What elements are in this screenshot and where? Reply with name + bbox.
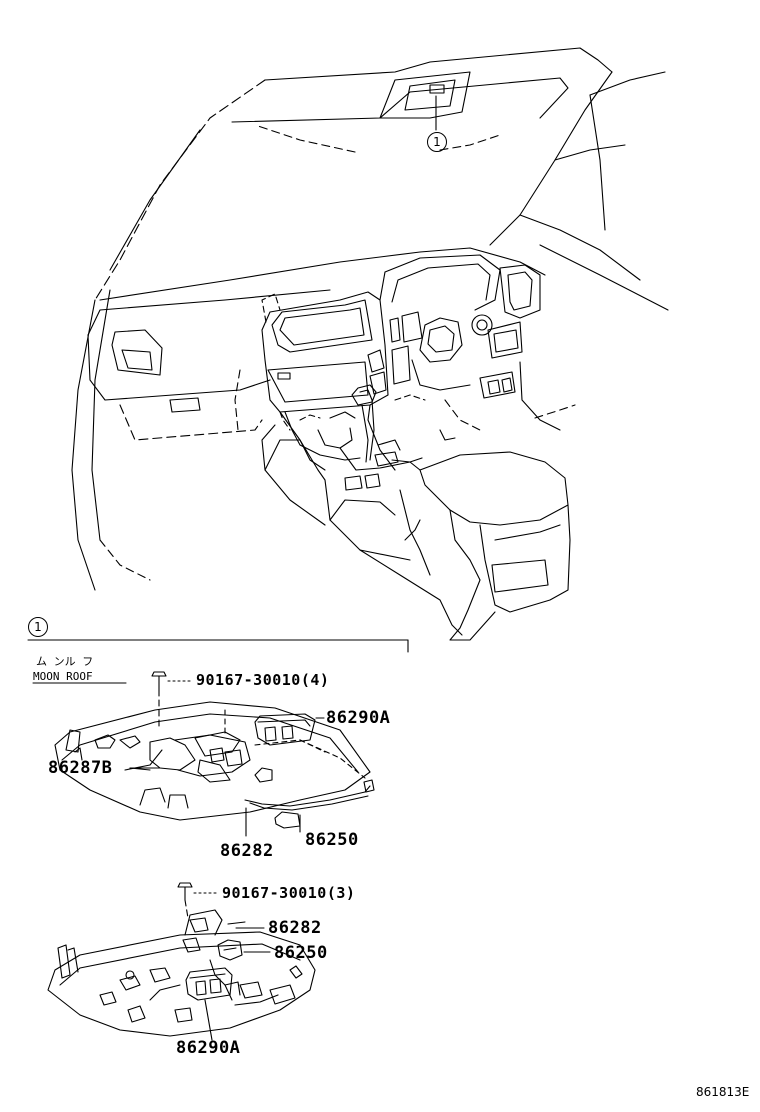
upper-screw-label: 90167-30010(4)	[196, 671, 330, 689]
section-title-jp: ム ンル フ	[36, 655, 94, 668]
upper-lamp-label: 86290A	[326, 708, 391, 728]
callout-section: 1	[28, 617, 48, 637]
lower-lamp-label: 86290A	[176, 1038, 241, 1058]
diagram-id: 861813E	[696, 1085, 750, 1099]
lower-screw-label: 90167-30010(3)	[222, 884, 356, 902]
section-box	[27, 639, 409, 684]
lower-cover-label: 86282	[268, 918, 322, 938]
center-console	[99, 384, 576, 641]
a-pillars	[71, 94, 669, 591]
upper-bracket-label: 86287B	[48, 758, 113, 778]
overhead-console	[379, 71, 471, 131]
upper-cover-label: 86282	[220, 841, 274, 861]
dashboard	[87, 247, 561, 441]
upper-wire-label: 86250	[305, 830, 359, 850]
lower-wire-label: 86250	[274, 943, 328, 963]
roof-outline	[94, 47, 666, 301]
lower-assembly	[47, 882, 316, 1041]
upper-assembly	[54, 671, 375, 837]
section-title-en: MOON ROOF	[33, 670, 93, 683]
callout-vehicle: 1	[427, 132, 447, 152]
